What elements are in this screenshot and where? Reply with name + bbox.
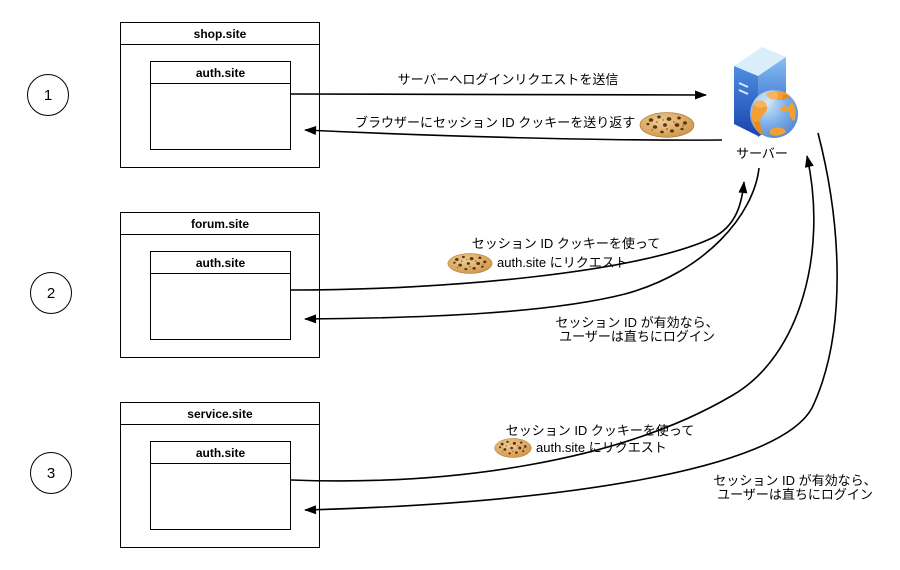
label-text: auth.site にリクエスト xyxy=(497,255,628,270)
label-text: auth.site にリクエスト xyxy=(536,439,667,455)
cookie-icon xyxy=(494,437,532,458)
label-text: セッション ID が有効なら、 xyxy=(555,315,719,330)
server: サーバー xyxy=(722,42,802,161)
site-title: service.site xyxy=(121,403,319,425)
site-title: shop.site xyxy=(121,23,319,45)
step-number: 2 xyxy=(46,284,56,302)
step-circle-2: 2 xyxy=(30,272,72,314)
label-step1-response: ブラウザーにセッション ID クッキーを送り返す xyxy=(355,109,695,138)
cookie-icon xyxy=(447,252,493,274)
iframe-title: auth.site xyxy=(151,252,290,274)
label-step2-request-line2: auth.site にリクエスト xyxy=(447,252,628,274)
arrow-step1-request xyxy=(290,90,707,100)
label-step3-request-line2: auth.site にリクエスト xyxy=(494,437,667,458)
label-text: セッション ID が有効なら、 xyxy=(713,473,877,488)
iframe-box-auth: auth.site xyxy=(150,441,291,530)
cookie-icon xyxy=(639,111,695,138)
arrow-step2-request xyxy=(290,181,748,291)
step-number: 3 xyxy=(46,464,56,482)
site-title: forum.site xyxy=(121,213,319,235)
iframe-box-auth: auth.site xyxy=(150,251,291,340)
label-text: ブラウザーにセッション ID クッキーを送り返す xyxy=(355,115,636,130)
server-with-globe-icon xyxy=(734,47,798,138)
label-step2-response: セッション ID が有効なら、 ユーザーは直ちにログイン xyxy=(555,316,718,344)
site-box-shop: shop.site auth.site xyxy=(120,22,320,168)
label-step1-request: サーバーへログインリクエストを送信 xyxy=(397,72,619,87)
label-step3-request-line1: セッション ID クッキーを使って xyxy=(505,423,695,438)
iframe-box-auth: auth.site xyxy=(150,61,291,150)
arrow-step3-request xyxy=(290,155,815,482)
arrow-step3-response xyxy=(304,132,838,515)
server-label: サーバー xyxy=(736,146,788,161)
step-circle-1: 1 xyxy=(27,74,69,116)
site-box-service: service.site auth.site xyxy=(120,402,320,548)
arrow-step1-response xyxy=(304,126,723,141)
label-text: ユーザーは直ちにログイン xyxy=(717,487,873,502)
label-step2-request-line1: セッション ID クッキーを使って xyxy=(471,236,661,251)
step-circle-3: 3 xyxy=(30,452,72,494)
label-step3-response: セッション ID が有効なら、 ユーザーは直ちにログイン xyxy=(713,474,876,502)
site-box-forum: forum.site auth.site xyxy=(120,212,320,358)
step-number: 1 xyxy=(43,86,53,104)
arrow-step2-response xyxy=(304,167,760,324)
label-text: ユーザーは直ちにログイン xyxy=(559,329,715,344)
iframe-title: auth.site xyxy=(151,62,290,84)
iframe-title: auth.site xyxy=(151,442,290,464)
